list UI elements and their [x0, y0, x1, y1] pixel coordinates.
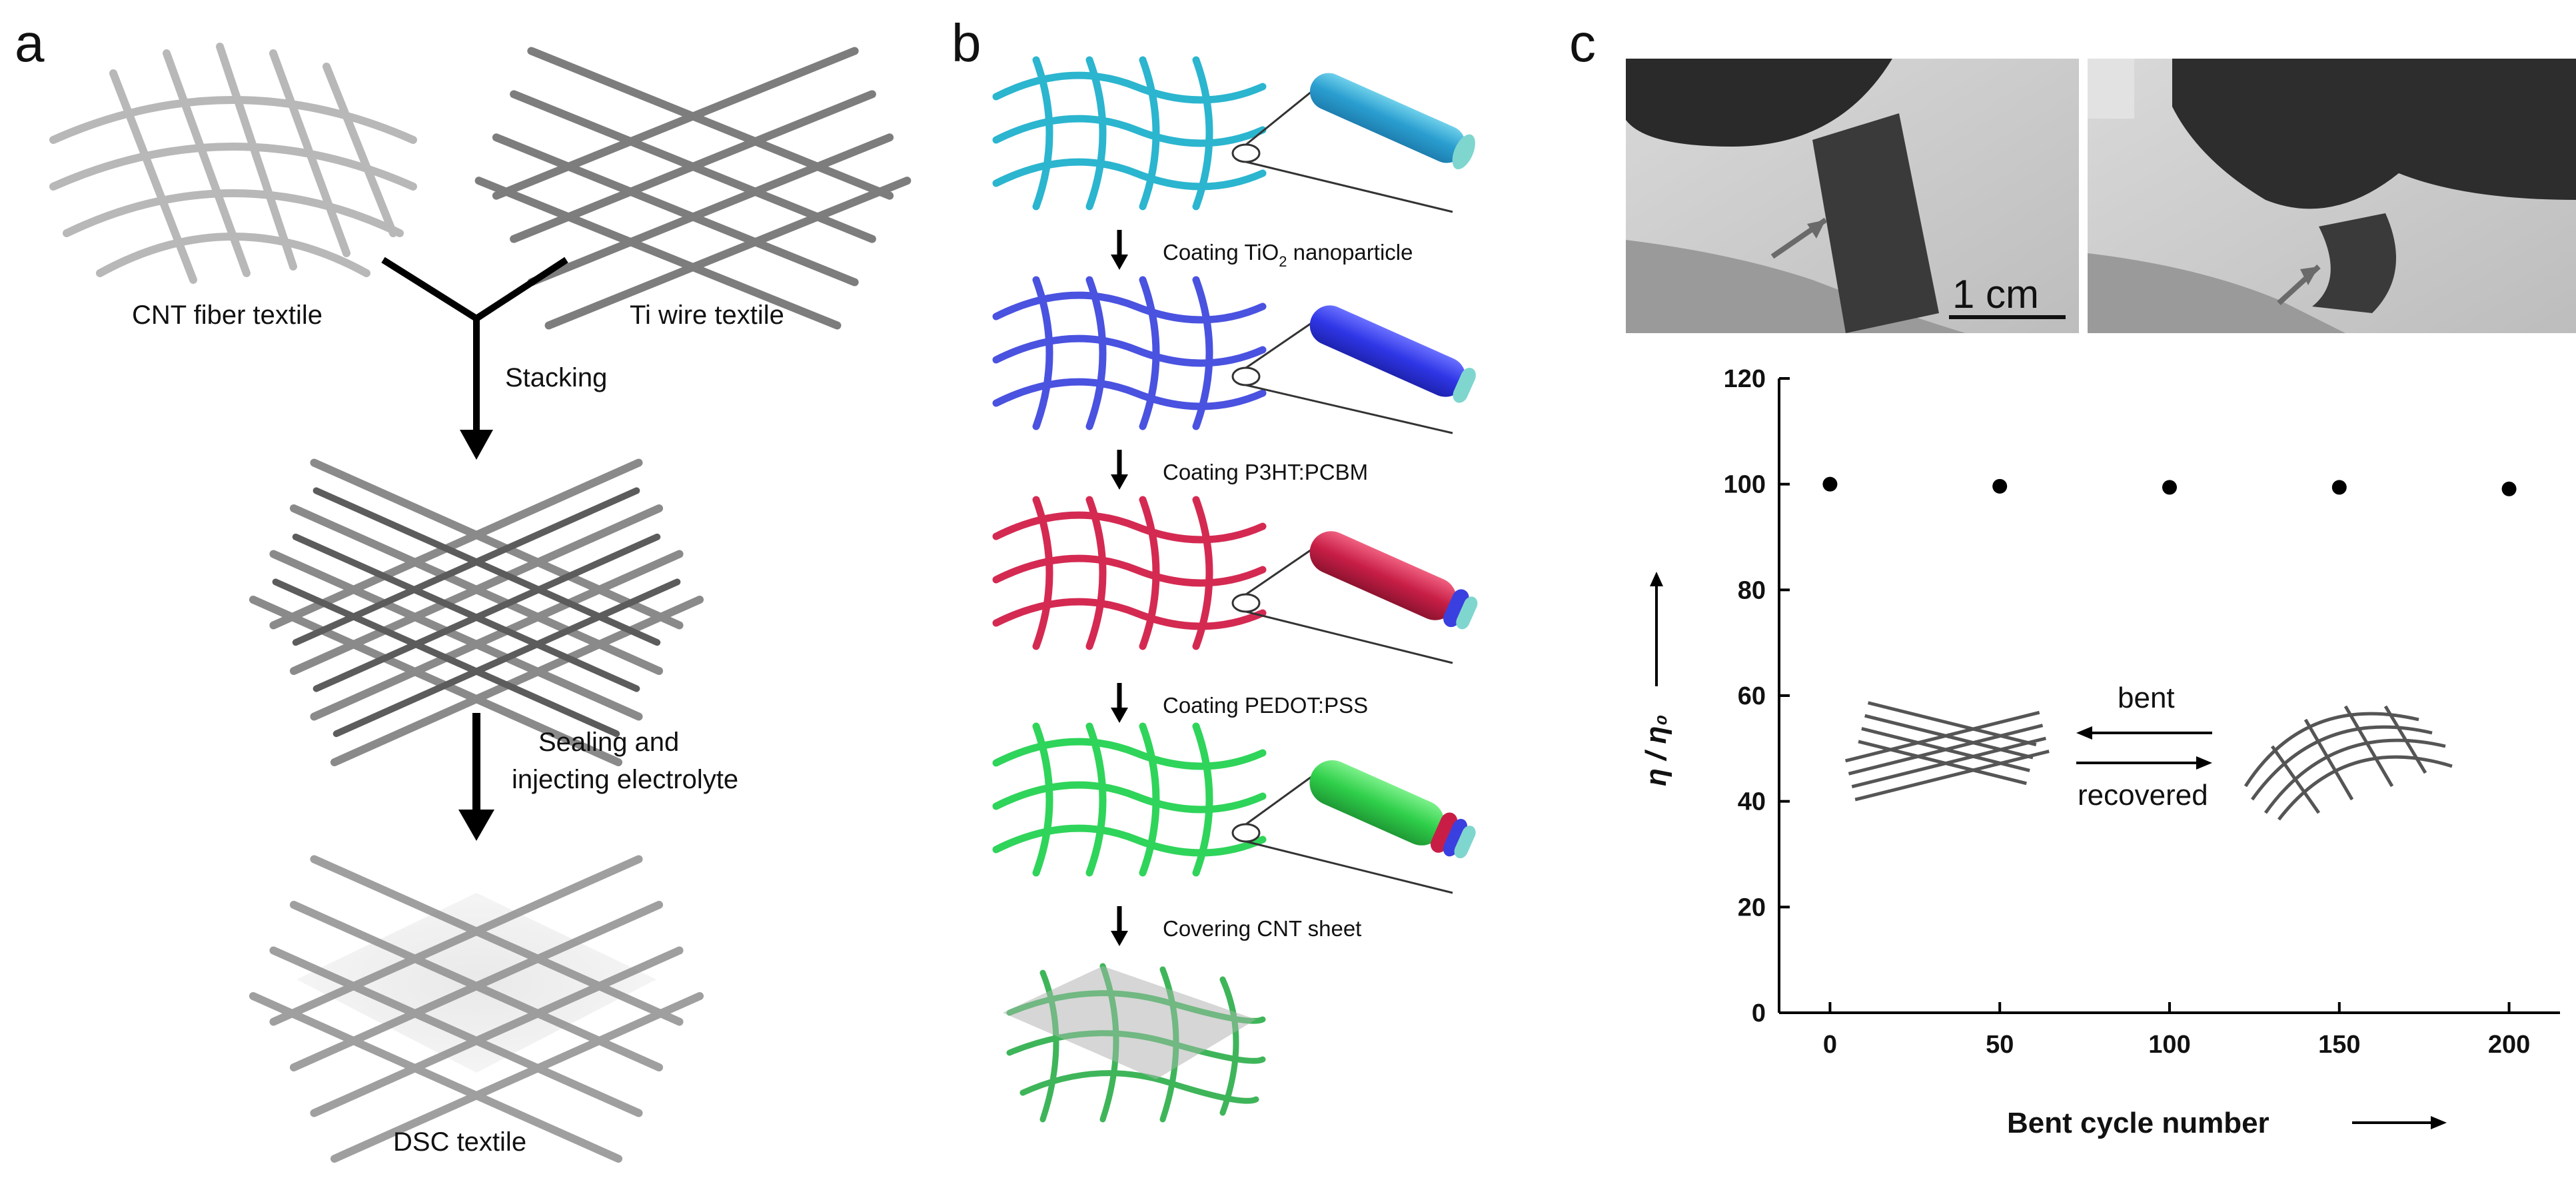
merge-arrow — [381, 257, 568, 436]
data-point — [2501, 481, 2517, 496]
inset-recovered-label: recovered — [2078, 779, 2208, 812]
covered-textile-illustration — [1003, 963, 1266, 1123]
dsc-textile-illustration — [249, 855, 704, 1163]
sealing-label-line1: Sealing and — [538, 728, 679, 757]
stage3-zoom-circle — [1231, 593, 1261, 613]
step3-label: Coating PEDOT:PSS — [1163, 693, 1368, 718]
inset-flat-mesh — [1845, 701, 2050, 802]
y-tick-label: 100 — [1724, 471, 1766, 499]
stage4-textile — [992, 722, 1267, 877]
stage2-zoom-circle — [1231, 366, 1261, 386]
dsc-textile-label: DSC textile — [393, 1127, 526, 1157]
efficiency-chart: 0 20 40 60 80 100 120 0 50 100 150 200 η / η₀ Bent… — [1640, 365, 2560, 1139]
data-point — [1822, 476, 1838, 492]
y-tick-label: 60 — [1738, 682, 1766, 710]
scale-bar-label: 1 cm — [1952, 272, 2039, 316]
data-point — [2162, 480, 2177, 495]
stacking-label: Stacking — [505, 363, 607, 392]
sealing-arrowhead — [458, 810, 494, 841]
stage1-textile — [992, 56, 1267, 211]
panel-c-letter: c — [1569, 13, 1596, 73]
y-axis-label: η / η₀ — [1640, 714, 1672, 786]
x-axis-label-arrow — [2352, 1116, 2447, 1129]
stacked-textile-illustration — [249, 458, 704, 767]
cnt-fiber-textile-illustration — [49, 43, 417, 284]
y-axis-ticks: 0 20 40 60 80 100 120 — [1724, 365, 1790, 1027]
photo-bent-textile — [2088, 59, 2576, 333]
stage3-textile — [992, 496, 1267, 650]
step2-label: Coating P3HT:PCBM — [1163, 460, 1368, 484]
sealing-label-line2: injecting electrolyte — [512, 765, 738, 794]
x-tick-label: 0 — [1823, 1031, 1837, 1059]
x-tick-label: 150 — [2318, 1031, 2360, 1059]
inset-bent-mesh — [2244, 705, 2453, 821]
stage1-zoom-circle — [1231, 143, 1261, 163]
y-axis-label-group: η / η₀ — [1640, 572, 1672, 786]
stage2-textile — [992, 276, 1267, 430]
ti-textile-label: Ti wire textile — [630, 300, 784, 330]
data-point — [2331, 480, 2347, 495]
x-tick-label: 200 — [2488, 1031, 2530, 1059]
x-axis-ticks: 0 50 100 150 200 — [1823, 1002, 2530, 1059]
stacking-arrowhead — [460, 430, 493, 460]
inset-bent-label: bent — [2118, 682, 2175, 714]
stage2-fiber — [1309, 305, 1476, 403]
panel-a: a — [15, 13, 912, 1163]
data-point — [1992, 478, 2008, 494]
step4-label: Covering CNT sheet — [1163, 916, 1361, 941]
stage1-fiber — [1309, 73, 1475, 170]
stage4-zoom-circle — [1231, 823, 1261, 843]
x-axis-label: Bent cycle number — [2007, 1107, 2269, 1139]
data-points — [1822, 476, 2517, 496]
y-tick-label: 40 — [1738, 788, 1766, 816]
recovered-arrow — [2076, 756, 2212, 770]
y-tick-label: 80 — [1738, 576, 1766, 604]
photo-flat-textile: 1 cm — [1626, 59, 2079, 333]
panel-b-letter: b — [952, 13, 981, 73]
y-tick-label: 0 — [1752, 999, 1766, 1027]
y-tick-label: 20 — [1738, 893, 1766, 921]
bent-arrow — [2076, 726, 2212, 740]
panel-b: b Coating TiO2 nanoparticle — [952, 13, 1478, 1123]
stage3-fiber — [1309, 531, 1478, 630]
cnt-textile-label: CNT fiber textile — [132, 300, 322, 330]
y-tick-label: 120 — [1724, 365, 1766, 393]
stage4-fiber — [1309, 760, 1476, 859]
ti-wire-textile-illustration — [474, 47, 912, 330]
panel-a-letter: a — [15, 13, 45, 73]
x-tick-label: 100 — [2148, 1031, 2190, 1059]
x-tick-label: 50 — [1986, 1031, 2014, 1059]
step1-label: Coating TiO2 nanoparticle — [1163, 240, 1413, 270]
